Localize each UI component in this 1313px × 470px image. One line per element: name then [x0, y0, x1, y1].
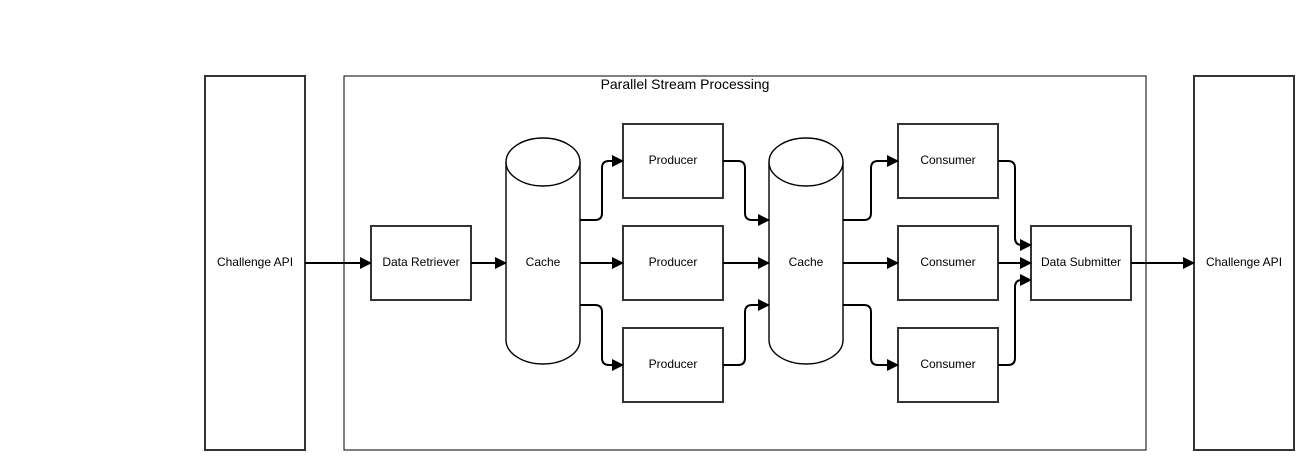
edge-consumer-1-to-submitter	[998, 160, 1032, 251]
node-label: Cache	[526, 255, 561, 269]
node-label: Producer	[649, 255, 698, 269]
node-label: Data Retriever	[382, 255, 459, 269]
node-label: Consumer	[920, 153, 975, 167]
edge-cache-1-to-producer-1	[580, 155, 624, 221]
node-label: Challenge API	[1206, 255, 1282, 269]
node-label: Cache	[789, 255, 824, 269]
producer-node-2[interactable]: Producer	[622, 225, 724, 301]
node-label: Data Submitter	[1041, 255, 1121, 269]
data-submitter-node[interactable]: Data Submitter	[1030, 225, 1132, 301]
node-label: Producer	[649, 357, 698, 371]
challenge-api-source-node[interactable]: Challenge API	[204, 75, 306, 451]
data-retriever-node[interactable]: Data Retriever	[370, 225, 472, 301]
node-label: Producer	[649, 153, 698, 167]
node-label: Consumer	[920, 357, 975, 371]
edge-consumer-3-to-submitter	[998, 274, 1032, 366]
cache-cylinder-1[interactable]: Cache	[505, 137, 581, 365]
consumer-node-1[interactable]: Consumer	[897, 123, 999, 199]
node-label: Consumer	[920, 255, 975, 269]
group-title: Parallel Stream Processing	[601, 76, 770, 92]
edge-producer-3-to-cache-2	[723, 299, 770, 366]
edge-cache-2-to-consumer-3	[843, 304, 899, 371]
edge-cache-1-to-producer-3	[580, 304, 624, 371]
producer-node-1[interactable]: Producer	[622, 123, 724, 199]
edges	[305, 155, 1195, 371]
cache-cylinder-2[interactable]: Cache	[768, 137, 844, 365]
producer-node-3[interactable]: Producer	[622, 327, 724, 403]
consumer-node-3[interactable]: Consumer	[897, 327, 999, 403]
consumer-node-2[interactable]: Consumer	[897, 225, 999, 301]
edge-producer-1-to-cache-2	[723, 160, 770, 226]
challenge-api-target-node[interactable]: Challenge API	[1193, 75, 1295, 451]
edge-cache-2-to-consumer-1	[843, 155, 899, 221]
node-label: Challenge API	[217, 255, 293, 269]
